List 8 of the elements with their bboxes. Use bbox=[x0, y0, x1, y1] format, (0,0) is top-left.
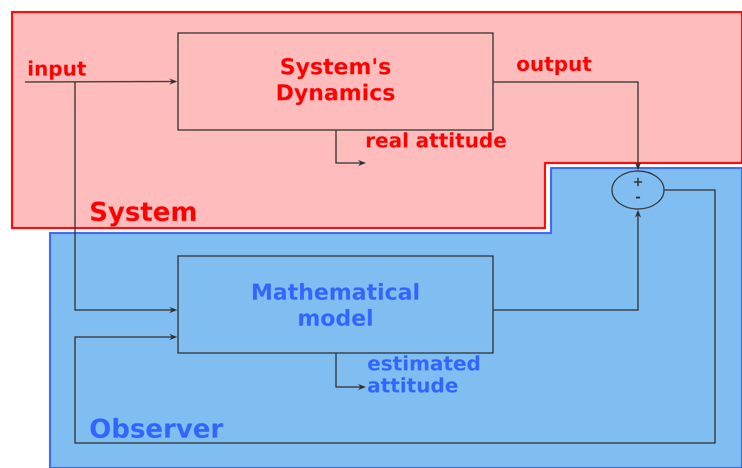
edge-label: real attitude bbox=[366, 132, 506, 148]
arrow bbox=[74, 189, 716, 444]
edge-label: output bbox=[517, 56, 592, 76]
edge-label: estimated attitude bbox=[368, 355, 480, 393]
summing-junction: + - bbox=[611, 170, 665, 210]
signal-label: input bbox=[28, 60, 86, 80]
block-box: System's Dynamics bbox=[177, 32, 494, 131]
block-box: Mathematical model bbox=[177, 255, 494, 354]
